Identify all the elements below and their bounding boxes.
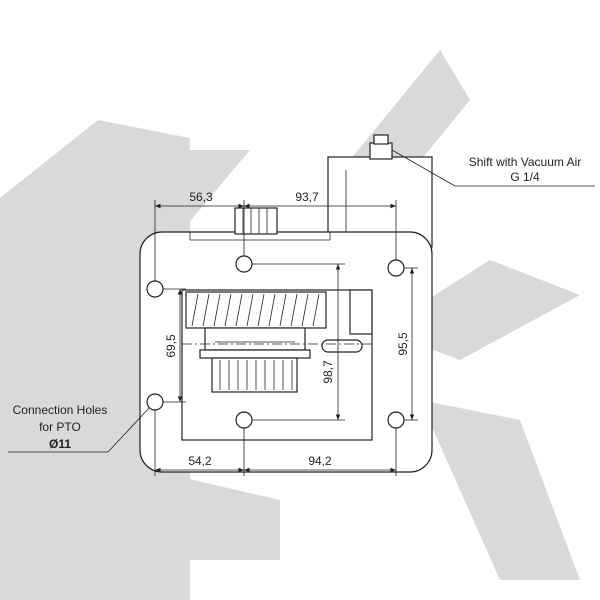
helical-gear (185, 291, 327, 359)
gear-tooth (301, 293, 309, 327)
gear-tooth (202, 293, 210, 327)
bolt-hole (387, 411, 405, 429)
holes-callout-line2: for PTO (39, 420, 81, 434)
bolt-hole (146, 280, 164, 298)
gear-tooth (246, 293, 254, 327)
gear-tooth (235, 293, 243, 327)
dim-top-right: 93,7 (295, 190, 319, 204)
gear-tooth (268, 293, 276, 327)
shift-callout-line2: G 1/4 (510, 170, 540, 184)
dimension-lines (154, 200, 418, 476)
gear-tooth (257, 293, 265, 327)
gear-tooth (312, 293, 320, 327)
bolt-hole (235, 255, 253, 273)
gear-tooth (224, 293, 232, 327)
dim-top-left: 56,3 (189, 190, 213, 204)
leader-lines (8, 149, 595, 453)
bolt-hole (146, 393, 164, 411)
dim-center-vertical: 98,7 (321, 360, 335, 384)
gear-tooth (279, 293, 287, 327)
dim-left-vertical: 69,5 (164, 334, 178, 358)
holes-callout-line1: Connection Holes (13, 403, 108, 417)
gear-tooth (191, 293, 199, 327)
dim-bottom-right: 94,2 (308, 454, 332, 468)
dim-right-vertical: 95,5 (396, 332, 410, 356)
output-spline (211, 339, 363, 393)
gear-tooth (213, 293, 221, 327)
shift-callout-line1: Shift with Vacuum Air (469, 155, 582, 169)
gear-tooth (290, 293, 298, 327)
bolt-holes (146, 255, 405, 429)
holes-callout-line3: Ø11 (49, 437, 71, 451)
input-shaft (234, 207, 278, 235)
dim-bottom-left: 54,2 (188, 454, 212, 468)
bolt-hole (387, 259, 405, 277)
bolt-hole (235, 411, 253, 429)
